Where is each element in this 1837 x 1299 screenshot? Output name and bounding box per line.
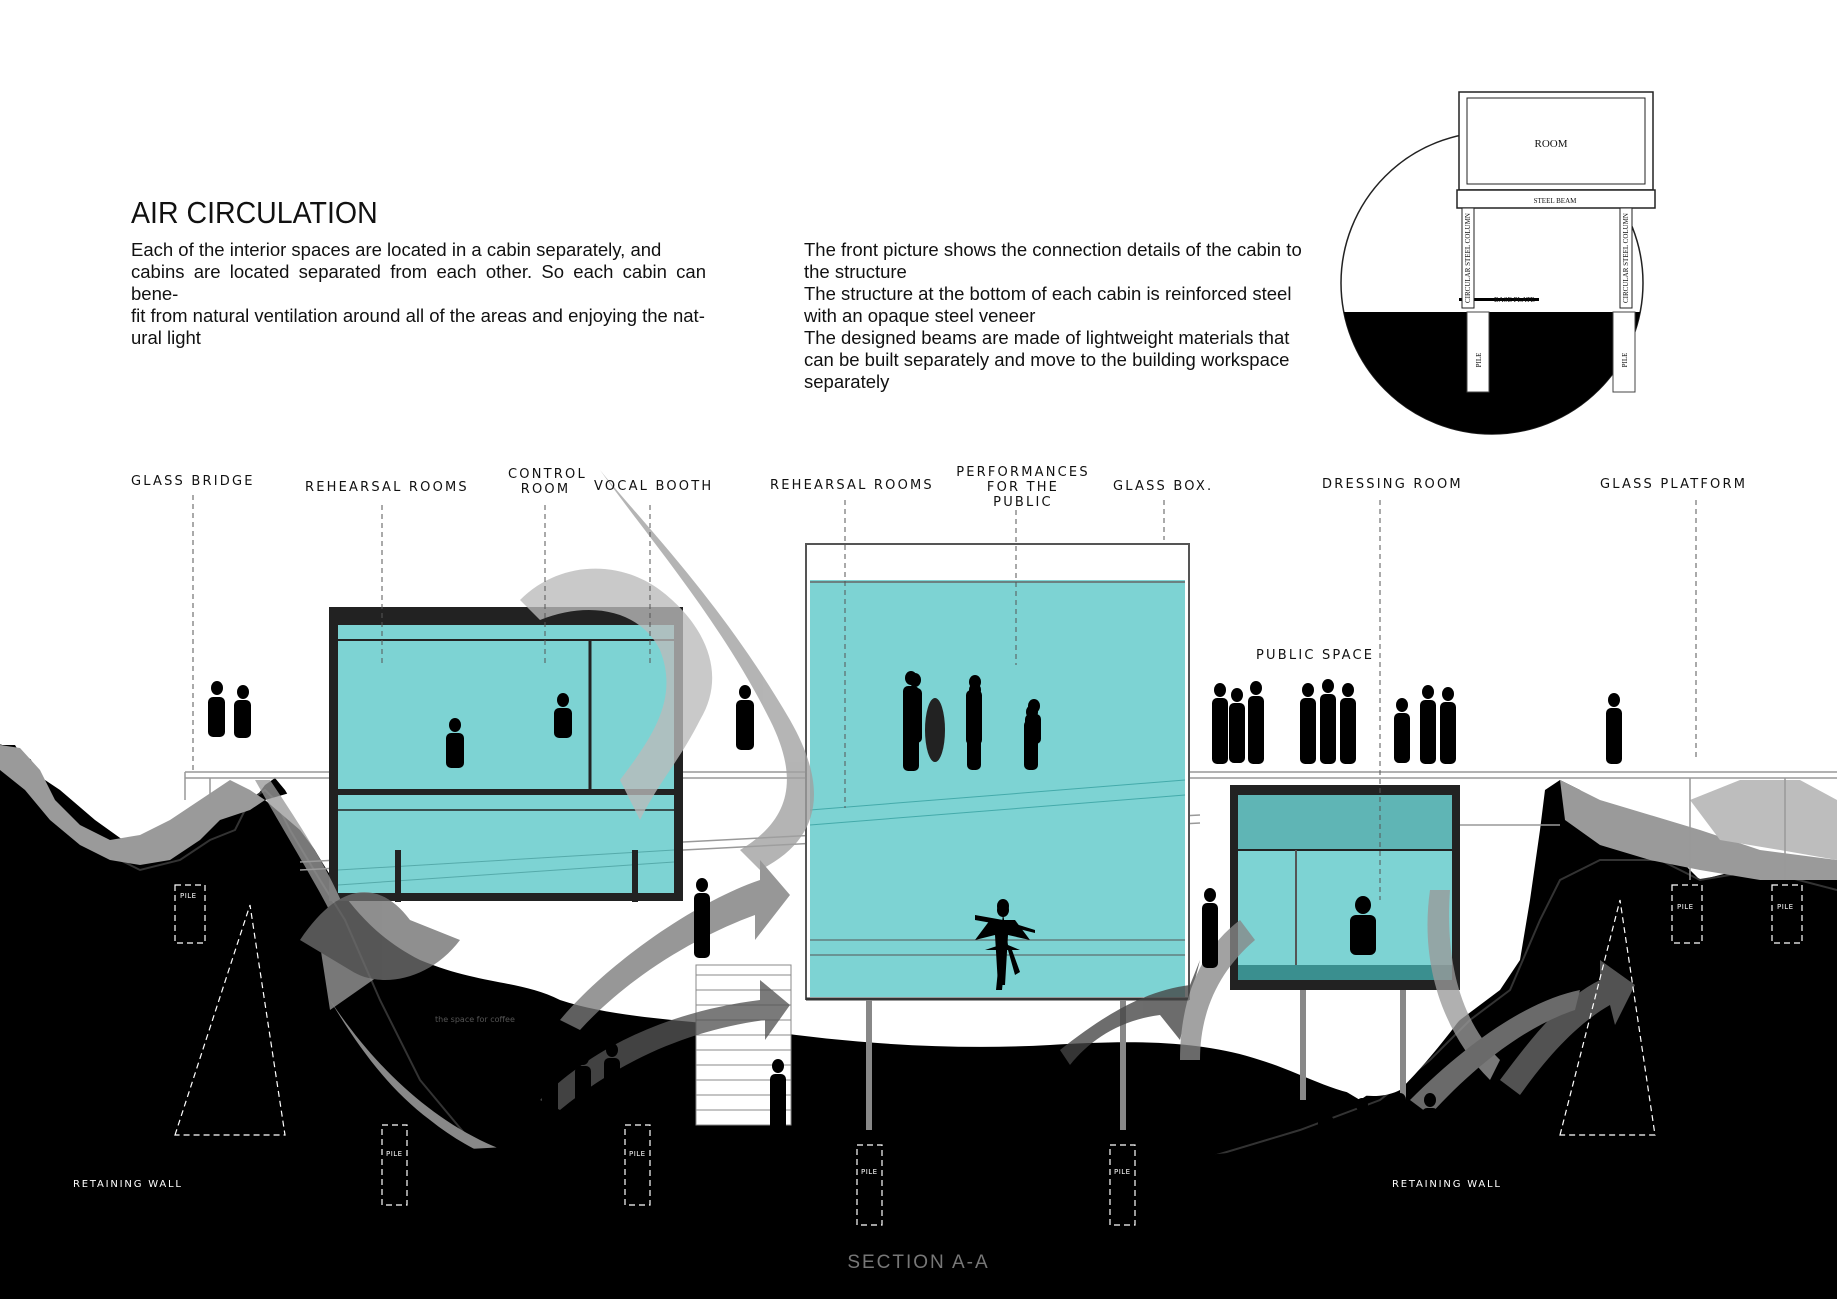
detail-line: can be built separately and move to the …: [804, 349, 1290, 370]
pile-label: PILE: [1677, 903, 1694, 911]
right-cabin: [1230, 785, 1460, 1100]
detail-pile-label-right: PILE: [1621, 353, 1629, 368]
label-control-room: control room: [508, 467, 587, 497]
coffee-label: the space for coffee: [435, 1015, 515, 1024]
pile-label: PILE: [180, 892, 197, 900]
detail-column-label-left: CIRCULAR STEEL COLUMN: [1464, 213, 1472, 303]
ballerina: [975, 899, 1035, 990]
label-glass-box: Glass box.: [1113, 479, 1214, 494]
leader-lines: [192, 495, 1697, 900]
detail-line: the structure: [804, 261, 907, 282]
label-retaining-wall-left: retaining wall: [73, 1179, 183, 1190]
label-dressing-room: dressing room: [1322, 477, 1463, 492]
label-rehearsal-rooms-left: Rehearsal rooms: [305, 480, 469, 495]
detail-base-plate-label: BASE PLATE: [1494, 296, 1535, 304]
pile-label: PILE: [629, 1150, 646, 1158]
label-vocal-booth: vocal booth: [594, 479, 714, 494]
label-performances: Performances for the public: [956, 465, 1090, 510]
intro-line: fit from natural ventilation around all …: [131, 305, 705, 326]
pile-label: PILE: [1777, 903, 1794, 911]
intro-line: cabins are located separated from each o…: [131, 261, 706, 304]
page-title: AIR CIRCULATION: [131, 195, 378, 230]
musicians: [903, 671, 1038, 771]
intro-line: ural light: [131, 327, 201, 348]
label-retaining-wall-right: retaining wall: [1392, 1179, 1502, 1190]
detail-beam-label: STEEL BEAM: [1534, 197, 1577, 205]
label-glass-bridge: Glass Bridge: [131, 474, 255, 489]
detail-text: The front picture shows the connection d…: [804, 239, 1309, 393]
pile-label: PILE: [386, 1150, 403, 1158]
detail-room-label: ROOM: [1534, 138, 1567, 150]
piles: [174, 884, 1803, 1226]
detail-column-label-right: CIRCULAR STEEL COLUMN: [1622, 213, 1630, 303]
label-glass-platform: Glass platform: [1600, 477, 1748, 492]
detail-line: separately: [804, 371, 890, 392]
label-rehearsal-rooms-center: Rehearsal rooms: [770, 478, 934, 493]
detail-line: The structure at the bottom of each cabi…: [804, 283, 1292, 304]
detail-line: with an opaque steel veneer: [804, 305, 1036, 326]
left-cabin: [329, 607, 683, 902]
connection-detail-circle: [1340, 91, 1656, 435]
section-caption: SECTION A-A: [847, 1252, 990, 1273]
detail-line: The front picture shows the connection d…: [804, 239, 1302, 260]
pile-label: PILE: [1114, 1168, 1131, 1176]
detail-line: The designed beams are made of lightweig…: [804, 327, 1290, 348]
airflow-arrows: [255, 470, 1635, 1115]
label-public-space: public space: [1256, 648, 1375, 663]
pile-label: PILE: [861, 1168, 878, 1176]
stairs: [695, 964, 792, 1126]
intro-line: Each of the interior spaces are located …: [131, 239, 662, 260]
detail-pile-label-left: PILE: [1475, 353, 1483, 368]
intro-text: Each of the interior spaces are located …: [131, 239, 706, 349]
